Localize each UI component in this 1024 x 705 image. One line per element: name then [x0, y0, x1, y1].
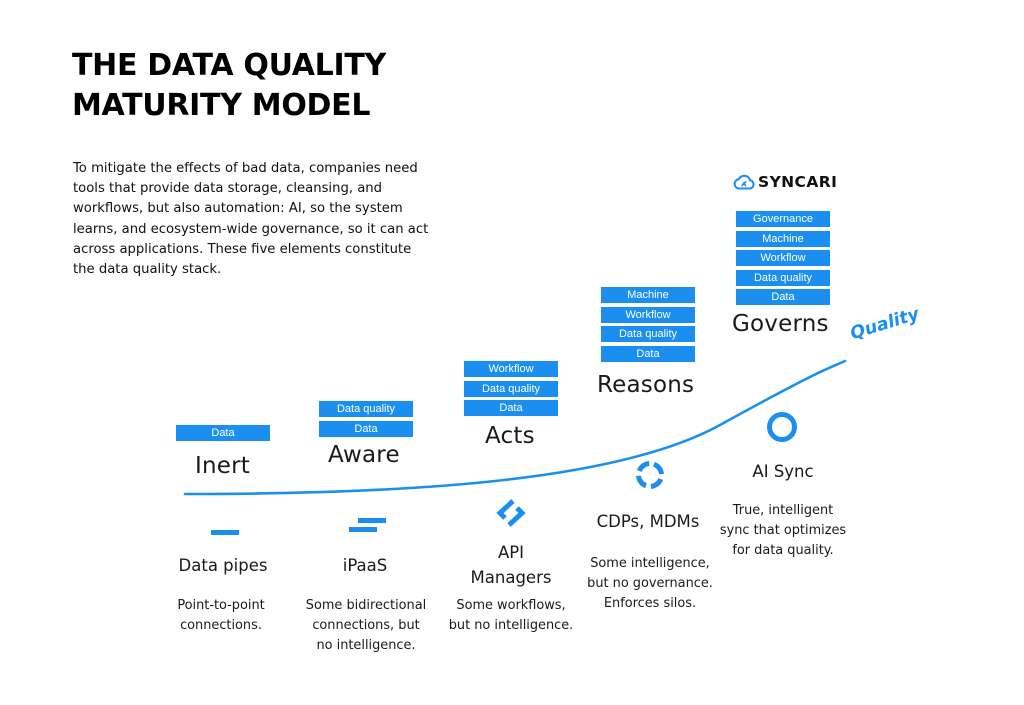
- intro-line: the data quality stack.: [73, 262, 222, 278]
- stack-acts: Workflow Data quality Data: [464, 361, 558, 420]
- tool-name-data-pipes: Data pipes: [179, 553, 268, 578]
- stack-governs: Governance Machine Workflow Data quality…: [736, 211, 830, 309]
- stage-governs: Governs: [732, 311, 829, 337]
- stack-block: Machine: [736, 230, 830, 247]
- stack-block: Data: [176, 425, 270, 441]
- stack-block: Data: [601, 345, 695, 362]
- tool-desc-line: Some bidirectional: [305, 598, 427, 613]
- syncari-logo: SYNCARI: [732, 171, 837, 193]
- stage-aware: Aware: [328, 442, 400, 468]
- tool-desc-line: True, intelligent: [732, 503, 834, 518]
- stack-aware: Data quality Data: [319, 401, 413, 440]
- tool-desc-line: no intelligence.: [316, 638, 416, 653]
- page-title: THE DATA QUALITY MATURITY MODEL: [72, 46, 386, 126]
- intro-paragraph: To mitigate the effects of bad data, com…: [73, 159, 453, 280]
- stack-reasons: Machine Workflow Data quality Data: [601, 287, 695, 365]
- tool-desc-line: but no governance.: [587, 576, 713, 591]
- tool-desc-line: but no intelligence.: [448, 618, 574, 633]
- cloud-sync-icon: [733, 174, 755, 190]
- tool-name-cdps-mdms: CDPs, MDMs: [597, 509, 700, 534]
- intro-line: workflows, but also automation: AI, so t…: [73, 201, 403, 217]
- stack-block: Data: [736, 289, 830, 305]
- tool-name-line: Managers: [470, 568, 552, 587]
- tool-name-line: API: [497, 543, 525, 562]
- tool-name-line: CDPs, MDMs: [596, 512, 700, 531]
- tool-desc-line: sync that optimizes: [719, 523, 847, 538]
- tool-desc-cdps-mdms: Some intelligence, but no governance. En…: [587, 554, 713, 614]
- title-line-2: MATURITY MODEL: [72, 88, 371, 123]
- tool-name-ipaas: iPaaS: [343, 553, 388, 578]
- intro-line: tools that provide data storage, cleansi…: [73, 181, 383, 197]
- ring-icon: [767, 412, 797, 442]
- stage-acts: Acts: [485, 423, 535, 449]
- tool-desc-line: Point-to-point: [177, 598, 265, 613]
- tool-desc-line: for data quality.: [732, 543, 834, 558]
- stack-block: Data: [464, 400, 558, 416]
- stack-block: Data quality: [464, 380, 558, 397]
- tool-name-api-managers: API Managers: [471, 540, 552, 590]
- tool-desc-line: Some workflows,: [456, 598, 566, 613]
- tool-desc-api-managers: Some workflows, but no intelligence.: [449, 596, 574, 636]
- tool-desc-ipaas: Some bidirectional connections, but no i…: [306, 596, 426, 656]
- stage-reasons: Reasons: [597, 372, 695, 398]
- tool-desc-line: Some intelligence,: [590, 556, 710, 571]
- intro-line: across applications. These five elements…: [73, 241, 412, 257]
- tool-name-line: AI Sync: [752, 462, 814, 481]
- intro-line: learns, and ecosystem-wide governance, s…: [73, 221, 429, 237]
- stack-block: Workflow: [464, 361, 558, 377]
- title-line-1: THE DATA QUALITY: [72, 48, 386, 83]
- stack-block: Machine: [601, 287, 695, 303]
- stack-inert: Data: [176, 425, 270, 445]
- api-brackets-icon: [496, 499, 526, 527]
- tool-desc-ai-sync: True, intelligent sync that optimizes fo…: [720, 501, 846, 561]
- stack-block: Data: [319, 420, 413, 437]
- stack-block: Data quality: [736, 269, 830, 286]
- stack-block: Data quality: [601, 326, 695, 342]
- stack-block: Data quality: [319, 401, 413, 417]
- tool-desc-data-pipes: Point-to-point connections.: [177, 596, 264, 636]
- brand-name: SYNCARI: [758, 173, 838, 191]
- tool-desc-line: connections, but: [312, 618, 420, 633]
- tool-desc-line: connections.: [180, 618, 262, 633]
- stack-block: Governance: [736, 211, 830, 227]
- pipe-icon: [211, 530, 239, 535]
- tool-name-ai-sync: AI Sync: [752, 459, 813, 484]
- bidirectional-bars-icon: [349, 518, 386, 532]
- intro-line: To mitigate the effects of bad data, com…: [73, 161, 418, 176]
- stack-block: Workflow: [736, 250, 830, 266]
- tool-desc-line: Enforces silos.: [603, 596, 697, 611]
- segmented-ring-icon: [636, 461, 664, 489]
- stack-block: Workflow: [601, 306, 695, 323]
- stage-inert: Inert: [195, 453, 250, 479]
- tool-name-line: iPaaS: [342, 556, 388, 575]
- tool-name-line: Data pipes: [178, 556, 268, 575]
